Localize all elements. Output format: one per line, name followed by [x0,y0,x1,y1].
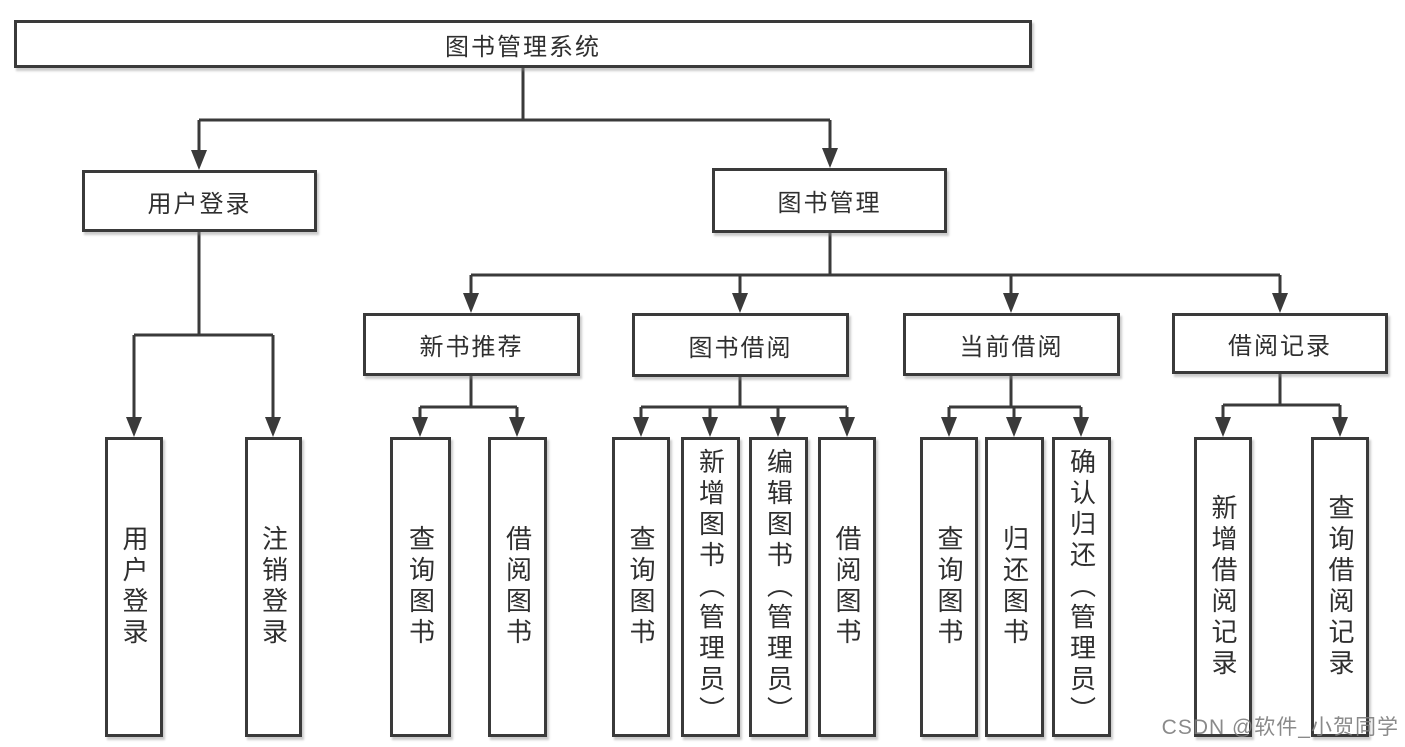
leaf-query-books-current: 查询图书 [920,437,978,737]
node-label: 查询图书 [405,525,436,649]
tree-edges [132,68,1342,421]
leaf-edit-book-admin: 编辑图书（管理员） [749,437,808,737]
node-library-management-system: 图书管理系统 [14,20,1032,68]
node-borrow-records: 借阅记录 [1172,313,1388,374]
leaf-logout: 注销登录 [245,437,302,737]
leaf-confirm-return-admin: 确认归还（管理员） [1052,437,1111,737]
node-user-login-branch: 用户登录 [82,170,317,232]
leaf-borrow-books-borrowing: 借阅图书 [818,437,876,737]
leaf-query-borrow-record: 查询借阅记录 [1311,437,1369,737]
node-new-book-recommend: 新书推荐 [363,313,580,376]
node-label: 借阅图书 [502,525,533,649]
node-label: 确认归还（管理员） [1066,447,1097,727]
node-label: 图书管理系统 [445,33,601,61]
node-label: 注销登录 [258,525,289,649]
node-label: 用户登录 [147,190,252,218]
leaf-borrow-books-recommend: 借阅图书 [488,437,547,737]
csdn-watermark: CSDN @软件_小贺同学 [1161,716,1399,739]
leaf-query-books-recommend: 查询图书 [390,437,451,737]
leaf-add-borrow-record: 新增借阅记录 [1194,437,1252,737]
leaf-add-book-admin: 新增图书（管理员） [681,437,740,737]
node-label: 新增图书（管理员） [695,447,726,727]
node-label: 查询图书 [934,525,964,649]
node-label: 查询图书 [626,525,656,649]
node-label: 图书借阅 [688,334,793,362]
node-label: 图书管理 [777,190,882,217]
arrowheads [126,148,1348,437]
leaf-return-book: 归还图书 [985,437,1044,737]
node-label: 借阅图书 [832,525,862,649]
node-label: 借阅记录 [1228,333,1332,360]
node-label: 新增借阅记录 [1208,494,1238,680]
leaf-query-books-borrowing: 查询图书 [612,437,670,737]
node-label: 查询借阅记录 [1325,494,1355,680]
node-label: 新书推荐 [419,334,524,361]
node-book-management-branch: 图书管理 [712,168,947,233]
node-label: 编辑图书（管理员） [763,447,794,727]
leaf-user-login: 用户登录 [105,437,163,737]
node-label: 归还图书 [999,525,1030,649]
node-label: 当前借阅 [959,334,1064,361]
node-label: 用户登录 [119,525,149,649]
node-book-borrowing: 图书借阅 [632,313,849,377]
node-current-borrowing: 当前借阅 [903,313,1120,376]
